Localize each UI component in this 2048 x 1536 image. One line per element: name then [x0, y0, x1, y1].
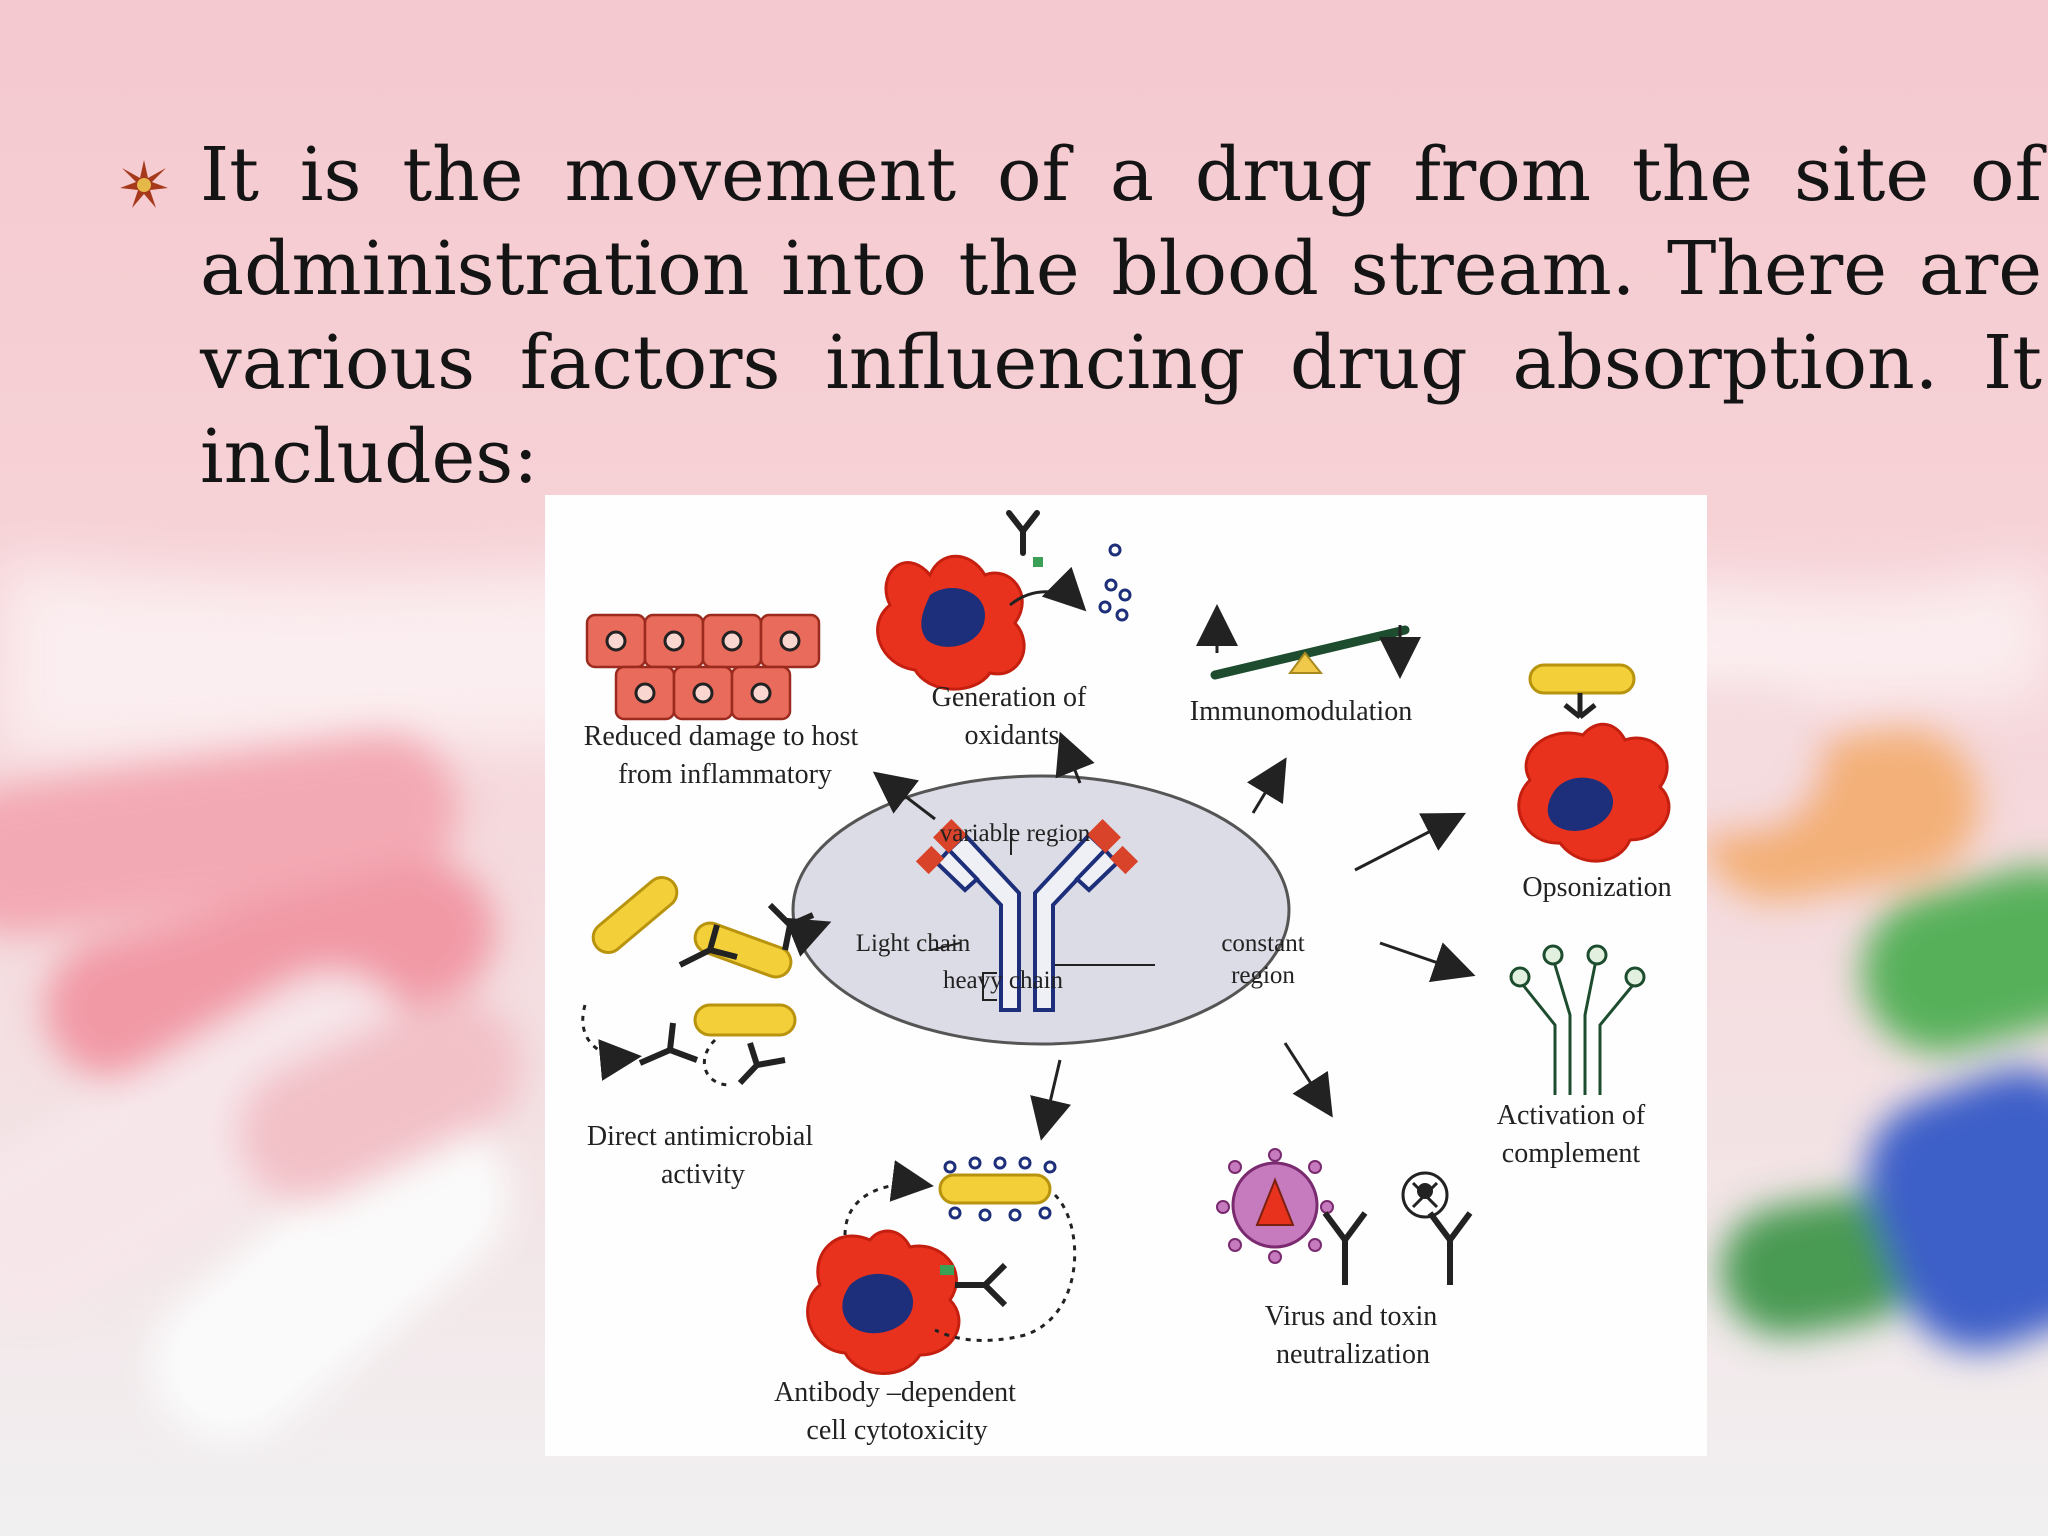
virus-toxin-neutralization-icon [1216, 1148, 1473, 1285]
direct-antimicrobial-icon [581, 876, 815, 1087]
label-oxidants-1: Generation of [931, 682, 1087, 713]
label-neutralization-1: Virus and toxin [1264, 1301, 1438, 1332]
label-constant-region-2: region [1231, 962, 1295, 989]
adcc-cell-icon [806, 1156, 1077, 1375]
label-variable-region: variable region [939, 820, 1091, 847]
label-heavy-chain: heavy chain [942, 967, 1064, 994]
label-antimicrobial-1: Direct antimicrobial [586, 1121, 814, 1152]
label-immunomodulation: Immunomodulation [1189, 696, 1413, 727]
star-burst-bullet-icon [120, 160, 168, 208]
label-complement-1: Activation of [1496, 1100, 1646, 1131]
label-constant-region-1: constant [1221, 930, 1305, 957]
label-reduced-damage-2: from inflammatory [618, 759, 832, 790]
immunomodulation-seesaw-icon [1196, 604, 1421, 680]
label-adcc-1: Antibody –dependent [774, 1377, 1016, 1408]
label-light-chain: Light chain [855, 930, 971, 957]
label-reduced-damage-1: Reduced damage to host [583, 721, 859, 752]
bullet-paragraph: It is the movement of a drug from the si… [200, 132, 2042, 500]
label-opsonization: Opsonization [1522, 872, 1672, 903]
label-antimicrobial-2: activity [661, 1159, 745, 1190]
antibody-functions-diagram: variable region Light chain heavy chain … [545, 495, 1707, 1456]
label-oxidants-2: oxidants [964, 720, 1060, 751]
host-tissue-cells-icon [585, 613, 821, 721]
label-neutralization-2: neutralization [1276, 1339, 1430, 1370]
phagocyte-oxidants-icon [876, 513, 1132, 691]
label-complement-2: complement [1501, 1138, 1641, 1169]
label-adcc-2: cell cytotoxicity [806, 1415, 988, 1446]
opsonization-phagocyte-icon [1517, 663, 1671, 863]
complement-activation-icon [1509, 944, 1646, 1095]
diagram-artwork [581, 495, 1671, 1375]
